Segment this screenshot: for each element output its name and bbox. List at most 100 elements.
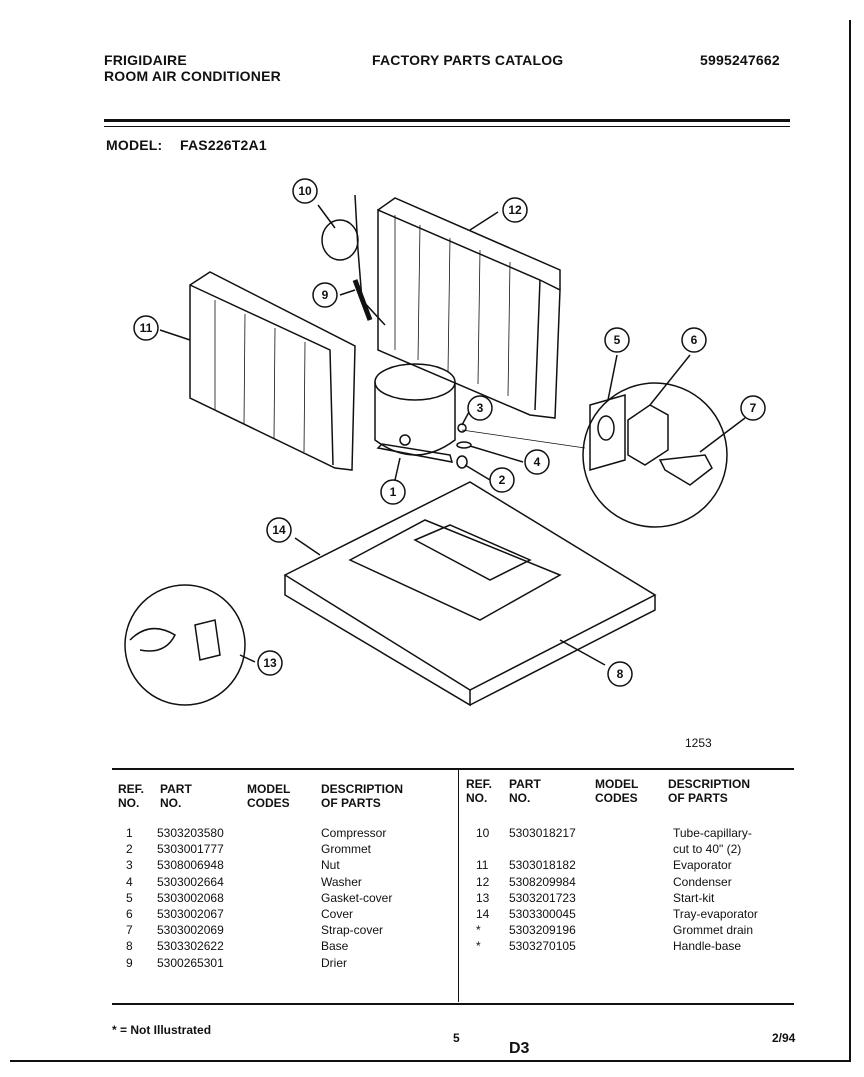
callout-circle-5 bbox=[604, 327, 630, 353]
cell-ref: 7 bbox=[126, 923, 133, 938]
callout-circle-1 bbox=[380, 479, 406, 505]
cell-ref: 8 bbox=[126, 939, 133, 954]
cell-part: 5303203580 bbox=[157, 826, 224, 840]
base-tray-part bbox=[283, 481, 657, 707]
callout-label: 14 bbox=[272, 523, 286, 537]
model-number: FAS226T2A1 bbox=[180, 137, 267, 153]
grommet-part bbox=[456, 455, 468, 469]
callout-label: 7 bbox=[750, 401, 757, 415]
cover-detail-circle bbox=[582, 382, 728, 528]
callout-circle-6 bbox=[681, 327, 707, 353]
header-rule-thin bbox=[104, 126, 790, 127]
callout-circle-11 bbox=[133, 315, 159, 341]
cell-ref: 12 bbox=[476, 874, 490, 889]
brand-name: FRIGIDAIRE bbox=[104, 52, 187, 68]
cell-desc: cut to 40" (2) bbox=[673, 842, 742, 857]
cell-part: 5303302622 bbox=[157, 939, 224, 954]
cell-desc: Tray-evaporator bbox=[673, 907, 758, 921]
cell-ref: 5 bbox=[126, 890, 133, 905]
header-ref: REF.NO. bbox=[118, 782, 145, 810]
callout-label: 1 bbox=[390, 485, 397, 499]
diagram-code: 1253 bbox=[685, 736, 712, 750]
cell-ref: 9 bbox=[126, 955, 133, 970]
cell-desc: Washer bbox=[321, 874, 362, 889]
cell-ref: 2 bbox=[126, 842, 133, 857]
page-border-bottom bbox=[10, 1060, 851, 1062]
callout-label: 5 bbox=[614, 333, 621, 347]
cell-part: 5303002067 bbox=[157, 907, 224, 921]
cell-ref: 13 bbox=[476, 890, 490, 905]
cell-desc: Condenser bbox=[673, 874, 732, 889]
cell-desc: Evaporator bbox=[673, 858, 732, 873]
section-code: D3 bbox=[509, 1040, 530, 1057]
capillary-tube-coil bbox=[321, 219, 359, 261]
cell-part: 5308209984 bbox=[509, 874, 576, 889]
cell-desc: Compressor bbox=[321, 826, 387, 840]
gasket-cover-part bbox=[589, 394, 626, 471]
product-name: ROOM AIR CONDITIONER bbox=[104, 68, 281, 84]
cell-part: 5303201723 bbox=[509, 890, 576, 905]
cell-part: 5303018182 bbox=[509, 858, 576, 873]
start-kit-relay bbox=[194, 619, 221, 661]
cell-desc: Grommet drain bbox=[673, 923, 754, 938]
cell-part: 5300265301 bbox=[157, 955, 224, 970]
callout-label: 12 bbox=[508, 203, 522, 217]
callout-label: 8 bbox=[617, 667, 624, 681]
callout-label: 11 bbox=[140, 321, 153, 335]
callout-circle-2 bbox=[489, 467, 515, 493]
page-border-right bbox=[849, 20, 851, 1060]
capillary-tube-line bbox=[354, 194, 386, 326]
cell-ref: * bbox=[476, 923, 481, 938]
cell-part: 5303002664 bbox=[157, 874, 224, 889]
cell-desc: Base bbox=[321, 939, 349, 954]
header-ref-right: REF.NO. bbox=[466, 777, 493, 805]
callout-label: 6 bbox=[691, 333, 698, 347]
cell-desc: Tube-capillary- bbox=[673, 826, 752, 840]
cell-desc: Strap-cover bbox=[321, 923, 384, 938]
cell-desc: Cover bbox=[321, 907, 354, 921]
cover-part bbox=[627, 404, 669, 466]
model-label: MODEL: bbox=[106, 137, 163, 153]
page-number: 5 bbox=[453, 1031, 460, 1045]
table-bottom-rule bbox=[112, 1003, 794, 1005]
cell-ref: 14 bbox=[476, 907, 490, 921]
condenser-part bbox=[377, 197, 561, 419]
callout-circle-9 bbox=[312, 282, 338, 308]
print-date: 2/94 bbox=[772, 1031, 796, 1045]
callout-circle-4 bbox=[524, 449, 550, 475]
cell-part: 5308006948 bbox=[157, 858, 224, 873]
callout-circle-13 bbox=[257, 650, 283, 676]
exploded-parts-diagram: 1 2 3 4 5 6 7 8 9 10 11 12 13 14 bbox=[124, 178, 766, 707]
callout-label: 13 bbox=[263, 656, 277, 670]
drier-part bbox=[352, 279, 373, 321]
start-kit-detail-circle bbox=[124, 584, 246, 706]
table-divider bbox=[458, 770, 459, 1002]
callout-label: 2 bbox=[499, 473, 506, 487]
catalog-title: FACTORY PARTS CATALOG bbox=[372, 52, 564, 68]
compressor-part bbox=[374, 363, 456, 463]
callout-circle-14 bbox=[266, 517, 292, 543]
footnote: * = Not Illustrated bbox=[112, 1023, 212, 1037]
cell-desc: Gasket-cover bbox=[321, 890, 393, 905]
cell-desc: Grommet bbox=[321, 842, 372, 857]
callout-circle-7 bbox=[740, 395, 766, 421]
table-top-rule bbox=[112, 768, 794, 770]
evaporator-part bbox=[189, 271, 356, 471]
callout-label: 10 bbox=[298, 184, 312, 198]
start-kit-clip bbox=[129, 627, 176, 652]
cell-ref: 6 bbox=[126, 907, 133, 921]
callout-circle-12 bbox=[502, 197, 528, 223]
callout-label: 9 bbox=[322, 288, 329, 302]
cell-part: 5303300045 bbox=[509, 907, 576, 921]
cell-part: 5303002068 bbox=[157, 890, 224, 905]
catalog-number: 5995247662 bbox=[700, 52, 780, 68]
cell-ref: 1 bbox=[126, 826, 133, 840]
cell-ref: 4 bbox=[126, 874, 133, 889]
washer-part bbox=[456, 441, 472, 449]
